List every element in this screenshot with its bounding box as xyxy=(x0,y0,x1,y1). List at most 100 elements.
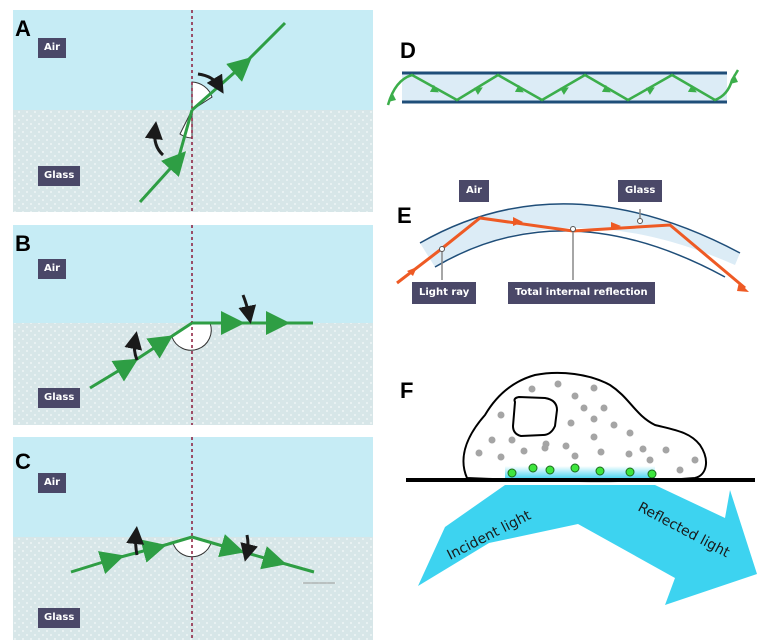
particle-dot xyxy=(646,456,654,464)
particle-dot xyxy=(488,436,496,444)
ray-incident xyxy=(70,551,125,575)
light-ray xyxy=(396,216,746,290)
panel-e-diagram xyxy=(396,203,749,292)
ray-arrow xyxy=(407,267,417,276)
particle-dot xyxy=(541,444,549,452)
fibre-outer-edge xyxy=(419,203,741,254)
particle-dot xyxy=(625,450,633,458)
air-region xyxy=(13,225,373,323)
medium-label-glass: Glass xyxy=(38,388,81,408)
curved-arrow-icon xyxy=(126,526,145,556)
particle-dot xyxy=(662,446,670,454)
curved-arrow-icon xyxy=(144,121,165,157)
particle-dot xyxy=(562,442,570,450)
particle-dot xyxy=(639,445,647,453)
light-arrow xyxy=(418,485,757,605)
particle-dot xyxy=(590,415,598,423)
particle-dot xyxy=(571,452,579,460)
ray-incident xyxy=(138,151,187,204)
pointer-dot xyxy=(637,218,643,224)
panel-a: A Air Glass xyxy=(13,10,373,212)
pointer-dot xyxy=(439,246,445,252)
fluorescent-dot xyxy=(625,467,635,477)
tag-air: Air xyxy=(459,180,490,202)
fluorescent-dot xyxy=(507,468,517,478)
cell-outline xyxy=(462,371,707,482)
light-path xyxy=(386,69,740,106)
particle-dot xyxy=(691,456,699,464)
air-region xyxy=(13,437,373,537)
ray-refracted xyxy=(241,21,287,67)
particle-dot xyxy=(554,380,562,388)
medium-label-air: Air xyxy=(38,38,67,58)
particle-dot xyxy=(571,392,579,400)
ray-arrow xyxy=(513,217,523,226)
ray-reflected xyxy=(274,559,315,574)
particle-dot xyxy=(626,429,634,437)
tag-glass: Glass xyxy=(618,180,663,202)
tag-light-ray: Light ray xyxy=(412,282,477,304)
panel-d: D xyxy=(380,38,768,120)
particle-dot xyxy=(580,404,588,412)
particle-dot xyxy=(508,436,516,444)
particle-dot xyxy=(567,419,575,427)
particle-dot xyxy=(520,447,528,455)
particle-dot xyxy=(590,433,598,441)
fluorescent-dot xyxy=(545,465,555,475)
curved-arrow-icon xyxy=(238,294,257,324)
medium-label-air: Air xyxy=(38,259,67,279)
curved-arrow-icon xyxy=(124,331,143,361)
medium-label-glass: Glass xyxy=(38,166,81,186)
particle-dot xyxy=(676,466,684,474)
panel-letter: E xyxy=(397,203,412,228)
panel-f: Incident light Reflected light F xyxy=(385,360,768,640)
angle-arc xyxy=(171,322,212,351)
nucleus xyxy=(511,395,559,438)
fluorescent-dot xyxy=(570,463,580,473)
panel-letter: F xyxy=(400,378,414,403)
panel-c: C Air Glass xyxy=(13,437,373,640)
ray-reflected xyxy=(191,534,245,558)
ray-arrow xyxy=(737,282,749,292)
panel-b: B Air Glass xyxy=(13,225,373,425)
particle-dot xyxy=(597,448,605,456)
fluorescent-dot xyxy=(595,466,605,476)
fluorescent-dot xyxy=(647,469,657,479)
evanescent-glow xyxy=(505,466,655,478)
ray-incident xyxy=(176,109,194,161)
panel-e: E Air Glass Light ray Total internal ref… xyxy=(385,165,768,315)
particle-dot xyxy=(497,411,505,419)
panel-f-diagram: Incident light Reflected light xyxy=(406,371,757,605)
medium-label-air: Air xyxy=(38,473,67,493)
panel-d-diagram xyxy=(386,69,740,106)
ray-arrow xyxy=(611,222,621,230)
ray-incident xyxy=(154,535,193,550)
ray-incident xyxy=(162,321,193,344)
particle-dot xyxy=(497,453,505,461)
direction-arrows xyxy=(388,74,738,102)
panel-a-diagram xyxy=(13,10,373,212)
panel-letter: D xyxy=(400,38,416,63)
fluorescent-particles xyxy=(507,463,657,479)
panel-letter: C xyxy=(15,449,31,474)
fluorescent-dot xyxy=(528,463,538,473)
tag-total-internal-reflection: Total internal reflection xyxy=(508,282,655,304)
panel-b-diagram xyxy=(13,225,373,425)
pointer-dot xyxy=(570,226,576,232)
particle-dot xyxy=(610,421,618,429)
panel-letter: B xyxy=(15,231,31,256)
particle-dot xyxy=(600,404,608,412)
glass-fibre-band xyxy=(420,203,740,267)
particle-dot xyxy=(475,449,483,457)
particle-dot xyxy=(528,385,536,393)
particle-dot xyxy=(590,384,598,392)
cell-particles xyxy=(475,380,699,474)
medium-label-glass: Glass xyxy=(38,608,81,628)
glass-region xyxy=(13,110,373,212)
curved-arrow-icon xyxy=(240,534,258,562)
curved-arrow-icon xyxy=(197,72,224,94)
ray-incident xyxy=(127,335,174,367)
ray-incident xyxy=(89,358,139,390)
ray-incident xyxy=(112,539,167,563)
panel-letter: A xyxy=(15,16,31,41)
